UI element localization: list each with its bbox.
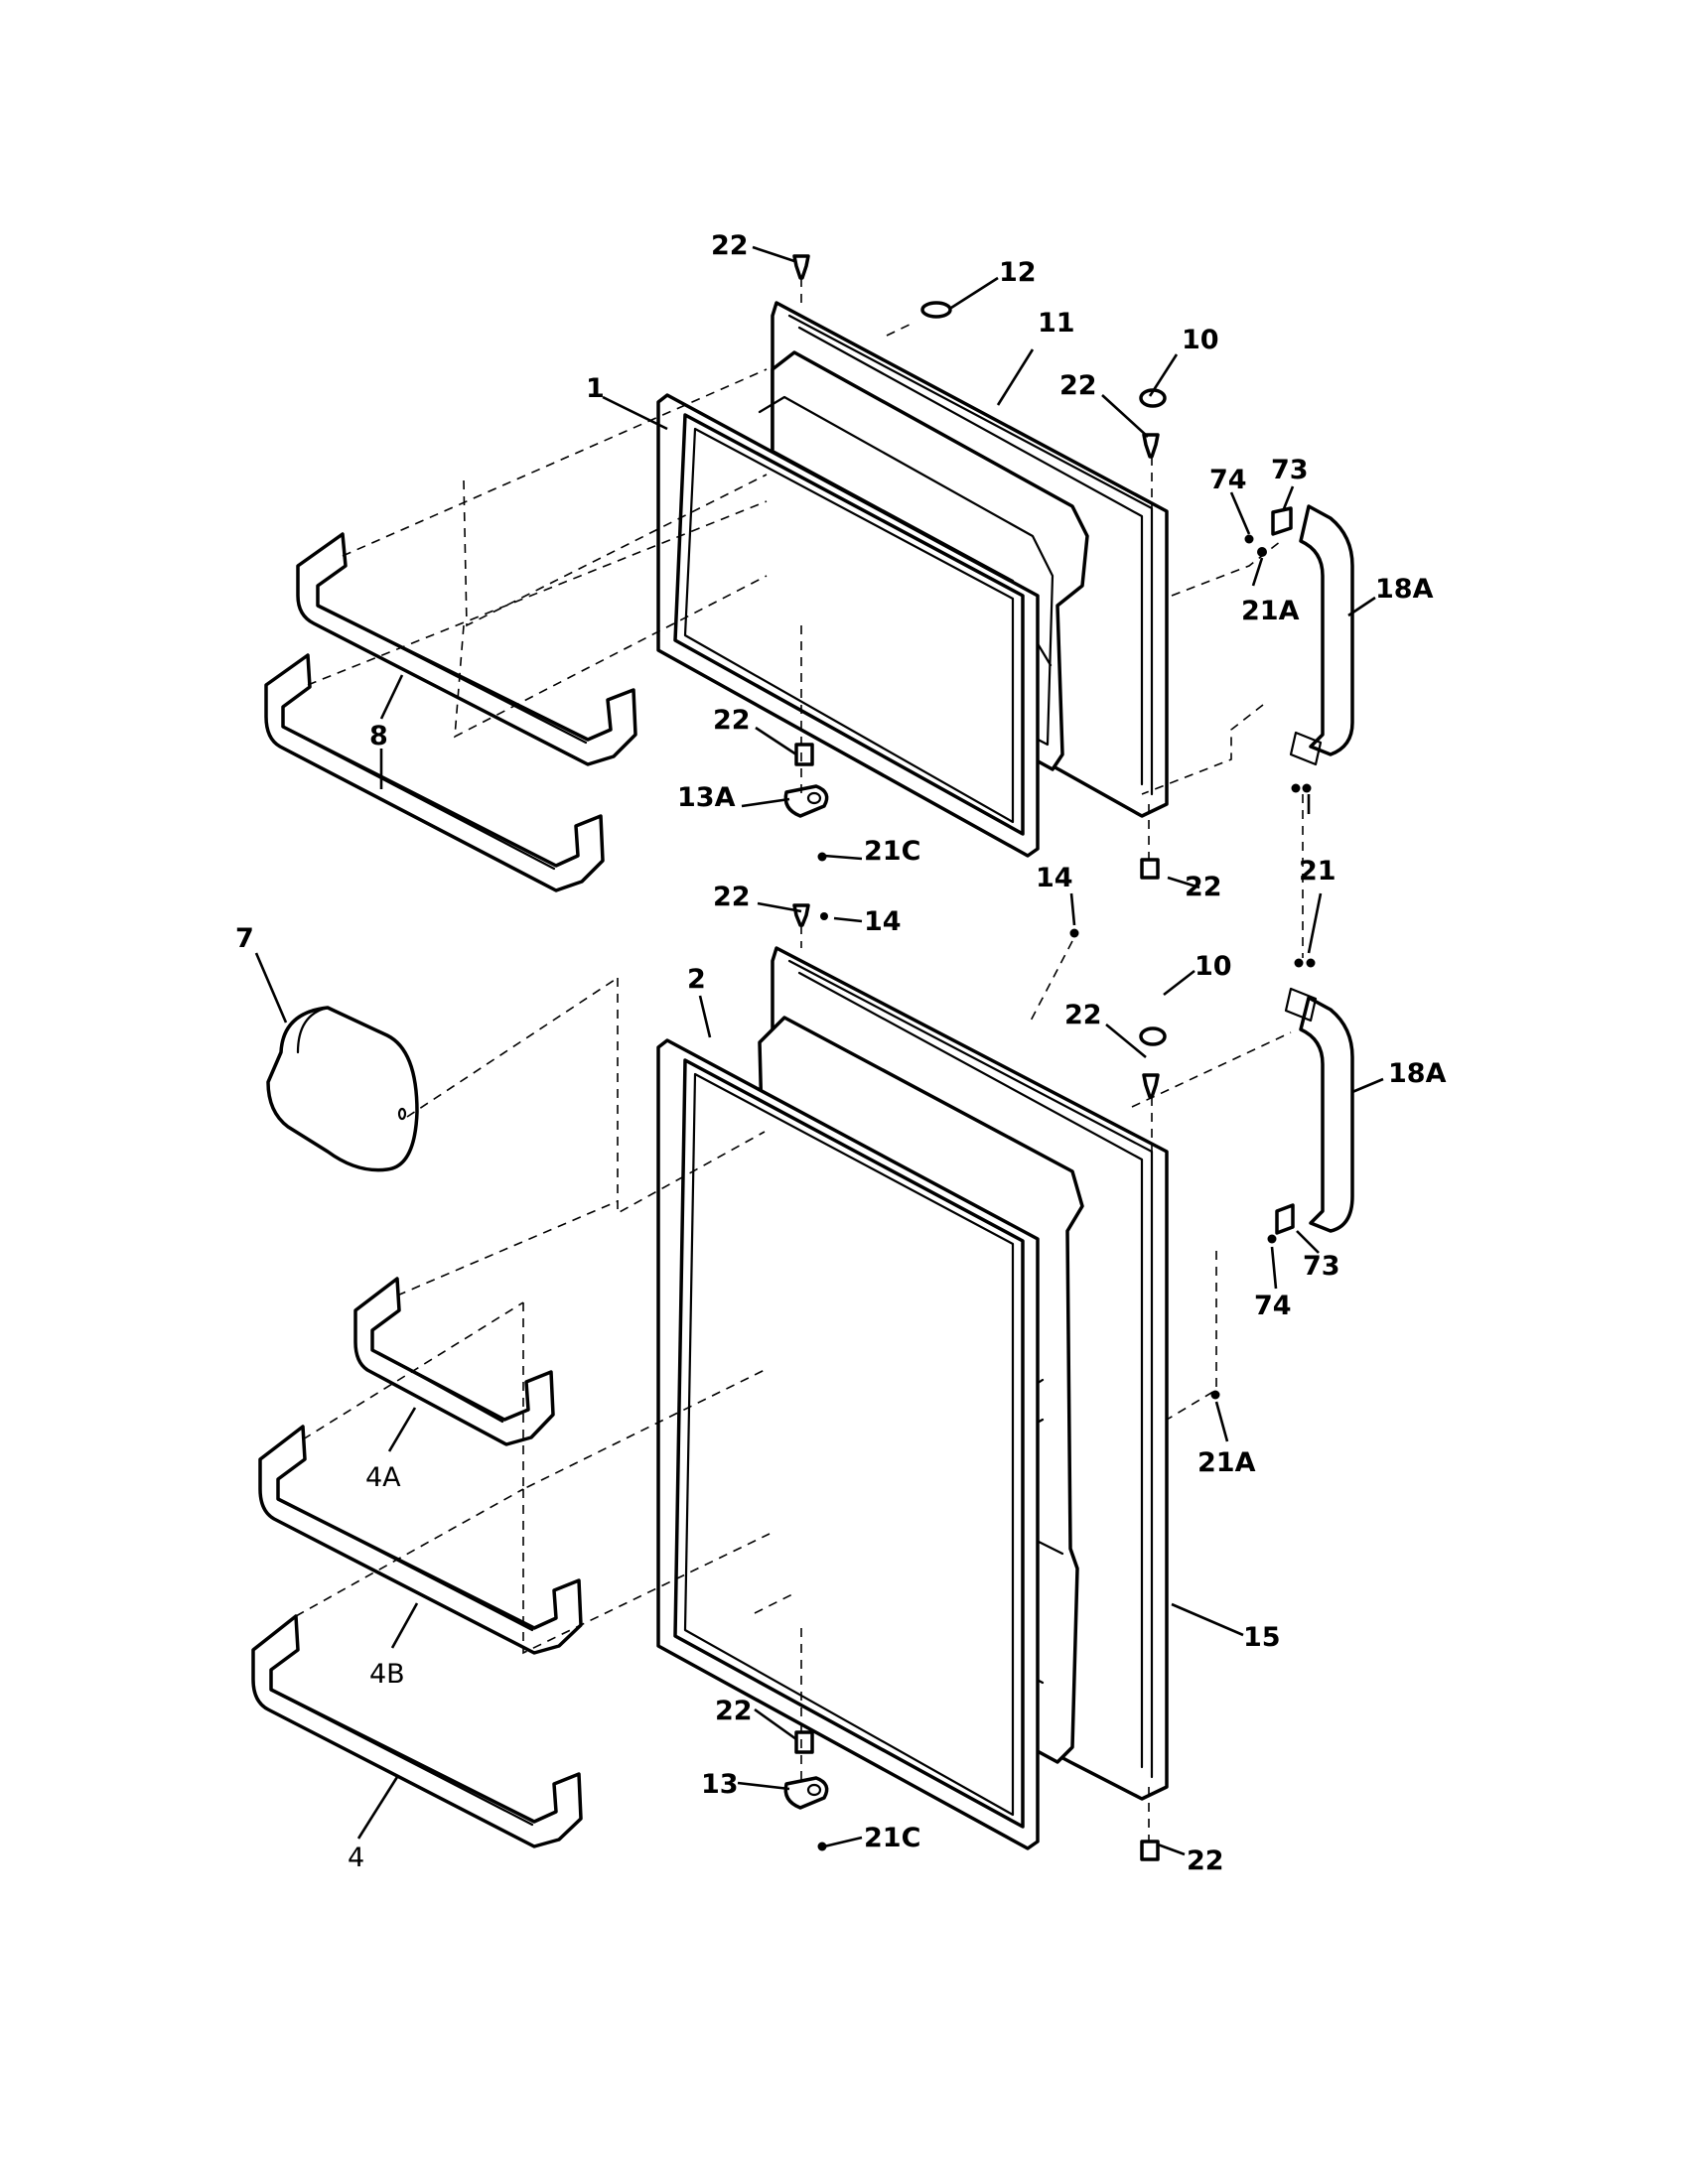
freezer-shelf-lower (264, 653, 605, 892)
callout-22-top-right: 22 (1059, 370, 1097, 401)
callout-22-freezer-hinge: 22 (713, 705, 751, 736)
handle-clips (1271, 506, 1295, 1235)
callout-13A: 13A (677, 782, 736, 813)
assembly-alignment-lines (295, 278, 1304, 1843)
callout-1: 1 (586, 373, 605, 404)
callout-14-mid: 14 (864, 906, 902, 937)
hinge-plates (783, 784, 829, 1810)
screws (817, 534, 1316, 1851)
dairy-door-cover (266, 1006, 419, 1172)
callout-22-fresh-hinge: 22 (715, 1696, 753, 1726)
callout-73-top: 73 (1271, 455, 1309, 485)
hole-plugs (920, 301, 1167, 1046)
callout-8: 8 (369, 721, 388, 751)
callout-21C-top: 21C (864, 836, 920, 867)
callout-2: 2 (687, 964, 706, 995)
callout-21A-top: 21A (1241, 596, 1300, 626)
callout-10-top: 10 (1182, 325, 1219, 355)
freezer-door-handle (1289, 504, 1354, 766)
callout-73-bottom: 73 (1303, 1251, 1340, 1282)
freezer-door-gasket (656, 393, 1040, 858)
door-shelf-4B (258, 1425, 583, 1655)
callout-22-top: 22 (711, 230, 749, 261)
callout-22-bottom-right: 22 (1064, 1000, 1102, 1030)
callout-4A: 4A (365, 1462, 401, 1493)
callout-12: 12 (999, 257, 1037, 288)
freezer-shelf-upper (296, 532, 637, 766)
callout-74-top: 74 (1209, 465, 1247, 495)
fresh-food-door-handle (1284, 987, 1354, 1233)
callout-21: 21 (1299, 856, 1336, 887)
callout-4B: 4B (369, 1659, 405, 1690)
callout-leader-lines (254, 245, 1384, 1856)
callout-18A-bottom: 18A (1388, 1058, 1447, 1089)
callout-22-bottom: 22 (1187, 1845, 1224, 1876)
door-shelf-4A (353, 1277, 555, 1446)
callout-13: 13 (701, 1769, 739, 1800)
fresh-food-door-gasket (656, 1038, 1040, 1850)
callout-4: 4 (348, 1843, 364, 1873)
hinge-pin-bushings (792, 254, 1160, 1861)
callout-74-bottom: 74 (1254, 1291, 1292, 1321)
callout-labels: 22 12 11 10 22 1 74 73 18A 21A 8 22 13A … (235, 230, 1447, 1876)
callout-21C-bottom: 21C (864, 1823, 920, 1853)
callout-10-bottom: 10 (1195, 951, 1232, 982)
callout-15: 15 (1243, 1622, 1281, 1653)
callout-7: 7 (235, 923, 254, 954)
callout-11: 11 (1038, 308, 1075, 339)
callout-22-top-bottom: 22 (1185, 872, 1222, 902)
callout-14-right: 14 (1036, 863, 1073, 893)
door-shelf-4 (251, 1614, 583, 1848)
callout-18A-top: 18A (1375, 574, 1434, 605)
callout-21A-bottom: 21A (1197, 1447, 1256, 1478)
callout-22-mid: 22 (713, 882, 751, 912)
